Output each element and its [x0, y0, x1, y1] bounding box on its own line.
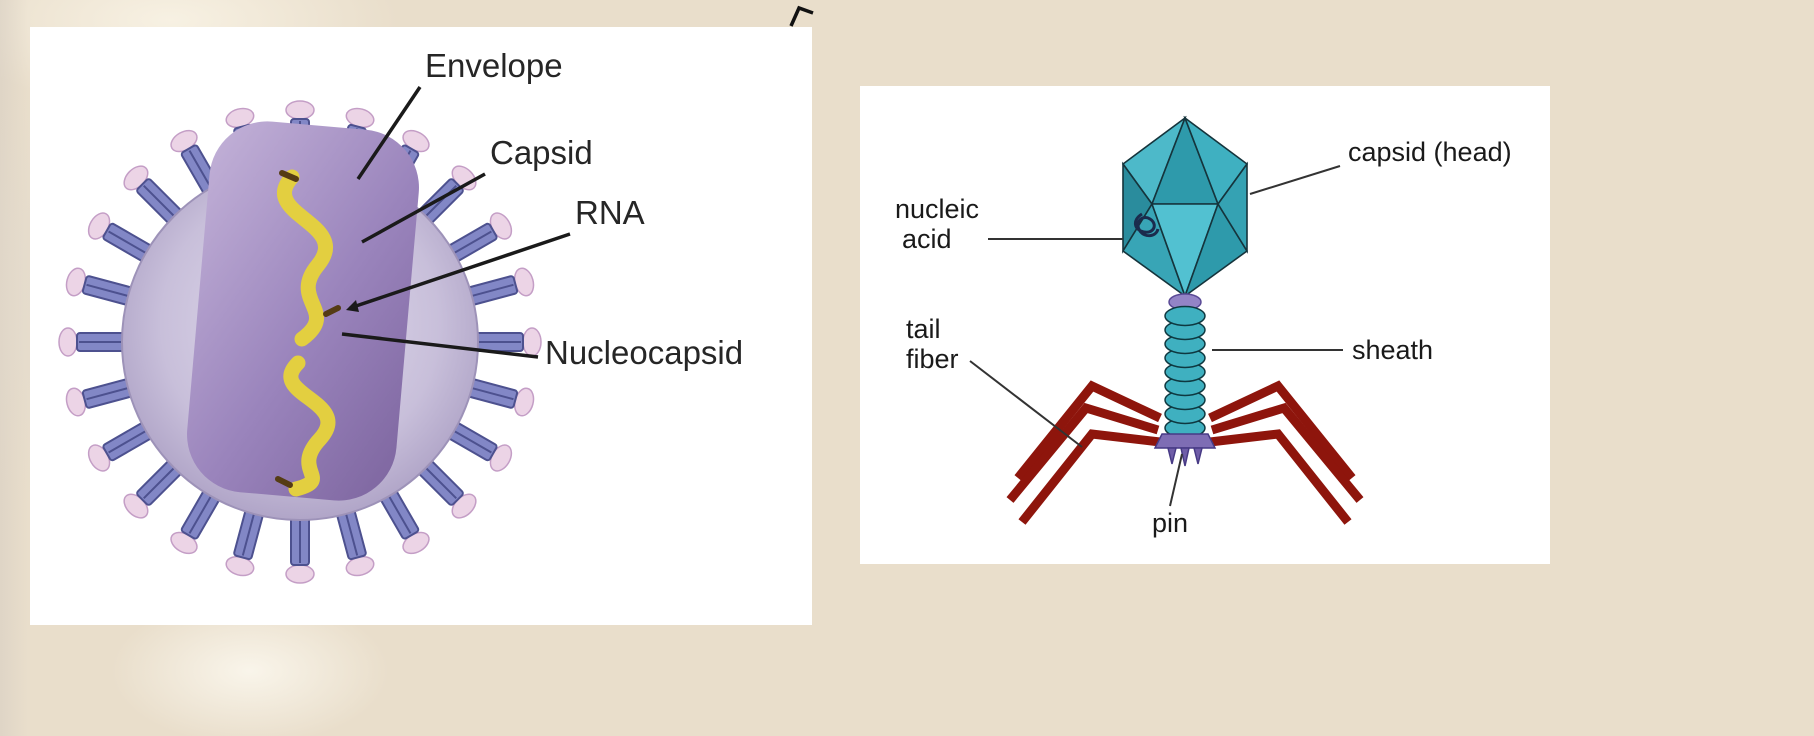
nucleic-acid-label-1: nucleic [895, 194, 979, 224]
capsid-head-label: capsid (head) [1348, 137, 1512, 167]
bacteriophage-panel: capsid (head) nucleic acid tail fiber sh… [860, 86, 1550, 564]
sheath-label: sheath [1352, 335, 1433, 365]
rna-pointer-arrowhead [346, 300, 359, 312]
capsid-label: Capsid [490, 134, 593, 171]
nucleocapsid-pointer-line [341, 332, 539, 359]
nucleocapsid-label: Nucleocapsid [545, 334, 743, 371]
tail-fiber-label-1: tail [906, 314, 941, 344]
phage-head-group [1121, 115, 1249, 299]
baseplate-group [1153, 433, 1217, 467]
envelope-label: Envelope [425, 47, 563, 84]
background-blob [0, 0, 28, 736]
envelope-pointer-line [356, 86, 422, 180]
pin-pointer-line [1169, 453, 1183, 507]
rna-label: RNA [575, 194, 645, 231]
tail-fiber-label-2: fiber [906, 344, 959, 374]
rna-pointer-line [349, 232, 571, 310]
capsid-head-pointer-line [1249, 165, 1341, 195]
nucleic-acid-label-2: acid [902, 224, 952, 254]
nucleic-acid-scribble [1134, 212, 1160, 238]
virus-capsid-shape [187, 121, 419, 501]
pin-label: pin [1152, 508, 1188, 538]
tail-fiber-pointer-line [969, 360, 1083, 448]
enveloped-virus-diagram: Envelope Capsid RNA Nucleocapsid [58, 47, 743, 584]
capsid-pointer-line [361, 172, 486, 244]
rna-strands [277, 169, 336, 497]
rna-dark-ticks [275, 170, 341, 488]
enveloped-virus-panel: Envelope Capsid RNA Nucleocapsid [30, 27, 812, 625]
tail-fibers-group [1006, 380, 1364, 525]
stray-mark-icon [789, 5, 814, 27]
bacteriophage-diagram: capsid (head) nucleic acid tail fiber sh… [895, 115, 1512, 538]
sheath-group [1164, 305, 1206, 439]
